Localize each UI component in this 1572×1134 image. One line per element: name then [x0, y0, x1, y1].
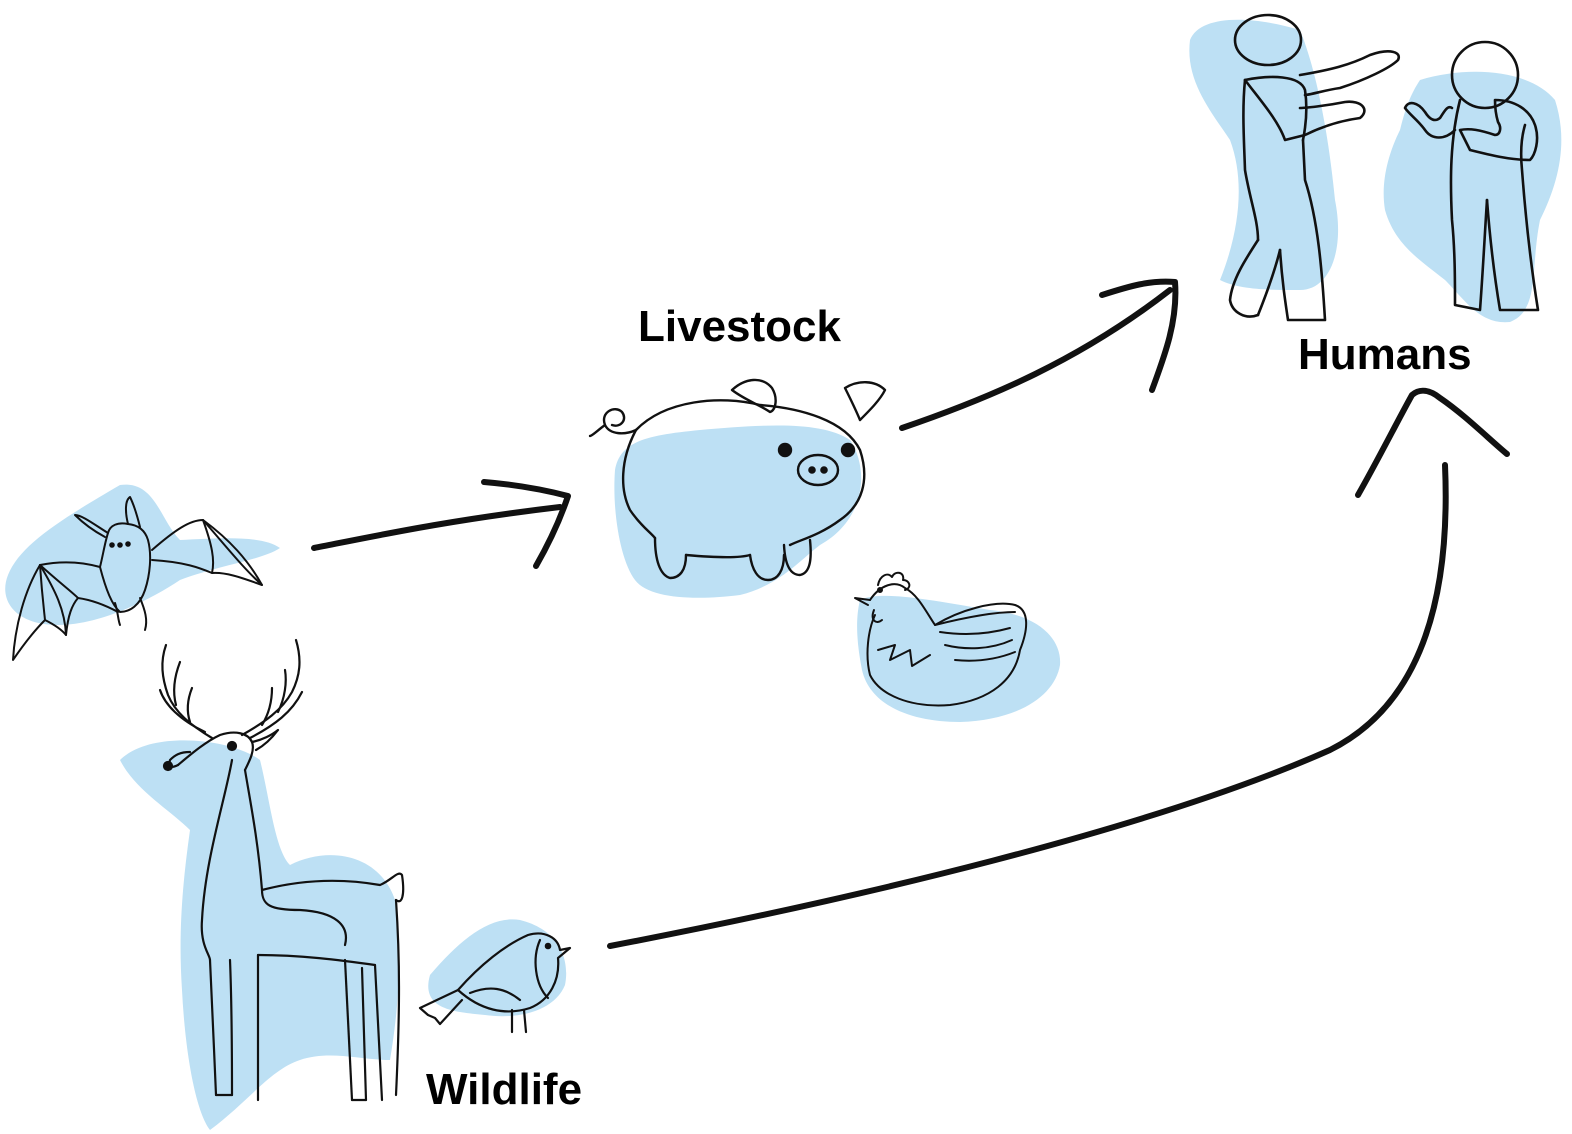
- chicken-icon: [855, 573, 1060, 722]
- arrow-livestock-to-humans: [902, 282, 1175, 428]
- pig-icon: [590, 380, 885, 598]
- arrow-wildlife-to-livestock: [314, 482, 568, 566]
- label-livestock: Livestock: [638, 305, 841, 349]
- deer-icon: [120, 640, 403, 1130]
- humans-icon: [1189, 15, 1561, 322]
- label-wildlife: Wildlife: [426, 1068, 582, 1112]
- bird-icon: [420, 919, 570, 1032]
- bat-icon: [5, 485, 280, 660]
- label-humans: Humans: [1298, 333, 1472, 377]
